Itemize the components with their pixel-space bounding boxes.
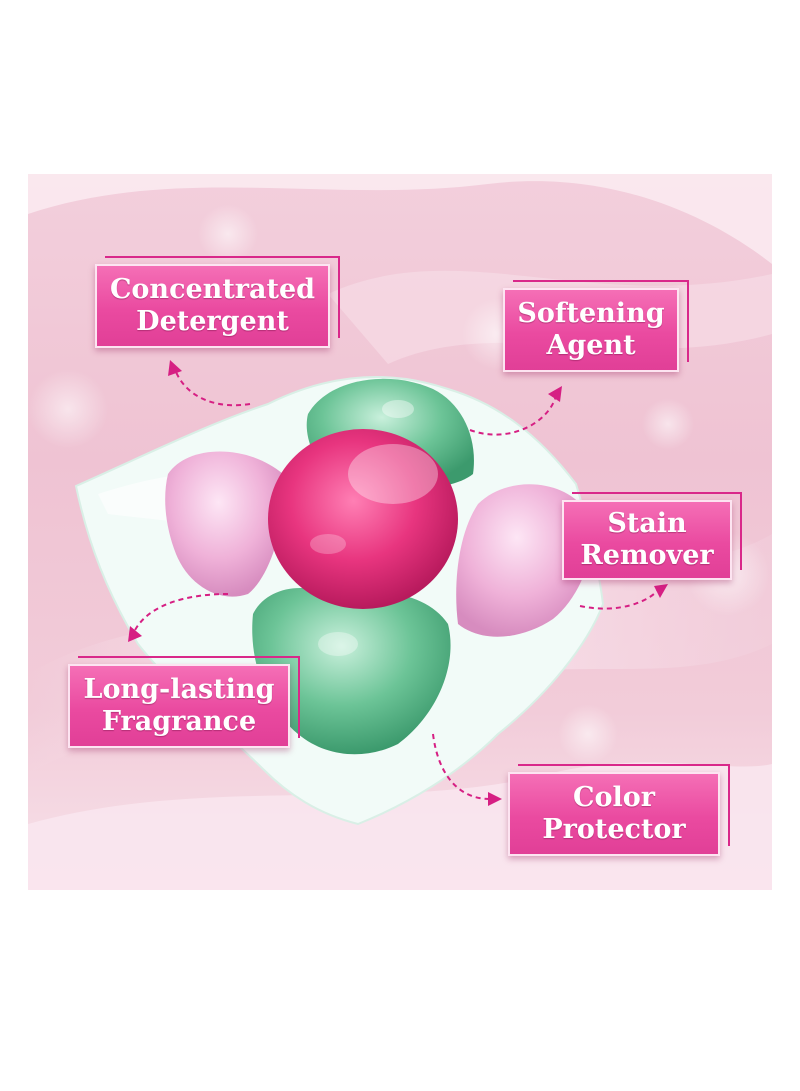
arrow-softening-agent — [469, 395, 557, 436]
stain-remover-line1: Stain — [607, 508, 687, 539]
stain-remover-label: Stain Remover — [562, 492, 742, 580]
softening-agent-label: Softening Agent — [503, 280, 689, 372]
long-lasting-fragrance-line1: Long-lasting — [83, 674, 275, 705]
arrow-stain-remover — [579, 589, 659, 610]
softening-agent-line2: Agent — [546, 330, 636, 361]
color-protector-line1: Color — [573, 782, 655, 813]
long-lasting-fragrance-line2: Fragrance — [101, 706, 257, 737]
color-protector-line2: Protector — [542, 814, 686, 845]
arrow-color-protector — [432, 733, 491, 800]
concentrated-detergent-line2: Detergent — [136, 306, 289, 337]
concentrated-detergent-line1: Concentrated — [109, 274, 316, 305]
arrow-long-lasting-fragrance — [133, 593, 229, 633]
arrow-concentrated-detergent — [175, 371, 251, 407]
softening-agent-line1: Softening — [517, 298, 665, 329]
callout-arrows — [128, 360, 668, 806]
stain-remover-line2: Remover — [580, 540, 714, 571]
long-lasting-fragrance-label: Long-lasting Fragrance — [68, 656, 300, 748]
concentrated-detergent-label: Concentrated Detergent — [95, 256, 340, 348]
color-protector-label: Color Protector — [508, 764, 730, 856]
